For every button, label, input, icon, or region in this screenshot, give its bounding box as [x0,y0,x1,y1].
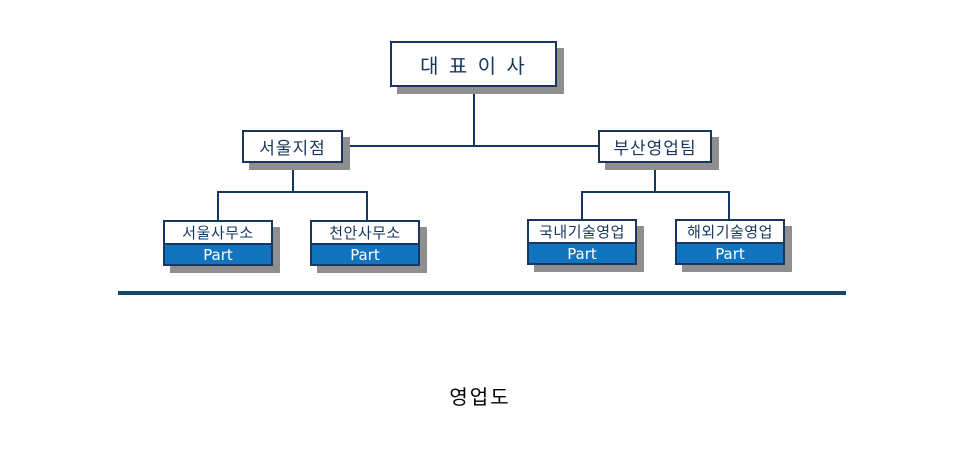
org-box-seoul-office-part: Part [165,243,271,264]
diagram-caption: 영업도 [449,385,511,409]
connector-busan-team-drop [654,163,656,192]
org-box-overseas-tech-sales-label: 해외기술영업 [677,221,783,242]
connector-level2-horizontal [343,145,598,147]
org-box-overseas-tech-sales-part: Part [677,242,783,263]
connector-seoul-horizontal [217,191,368,193]
org-box-ceo: 대 표 이 사 [390,41,557,87]
org-box-domestic-tech-sales: 국내기술영업 Part [527,219,637,265]
org-box-domestic-tech-sales-label: 국내기술영업 [529,221,635,242]
connector-seoul-branch-drop [292,163,294,192]
org-box-seoul-branch: 서울지점 [242,130,343,163]
org-box-ceo-label: 대 표 이 사 [420,53,527,78]
org-box-seoul-office-label: 서울사무소 [165,222,271,243]
org-box-domestic-tech-sales-part: Part [529,242,635,263]
org-box-overseas-tech-sales: 해외기술영업 Part [675,219,785,265]
connector-root-vertical [473,87,475,146]
org-box-seoul-branch-label: 서울지점 [259,139,326,159]
connector-cheonan-office-drop [366,191,368,220]
org-box-seoul-office: 서울사무소 Part [163,220,273,266]
org-box-cheonan-office-part: Part [312,243,418,264]
connector-busan-horizontal [581,191,730,193]
connector-seoul-office-drop [217,191,219,220]
connector-overseas-sales-drop [728,191,730,219]
org-box-cheonan-office: 천안사무소 Part [310,220,420,266]
org-box-busan-sales-team-label: 부산영업팀 [613,139,697,159]
org-box-busan-sales-team: 부산영업팀 [598,130,712,163]
org-box-cheonan-office-label: 천안사무소 [312,222,418,243]
separator-line [118,291,846,295]
connector-domestic-sales-drop [581,191,583,219]
